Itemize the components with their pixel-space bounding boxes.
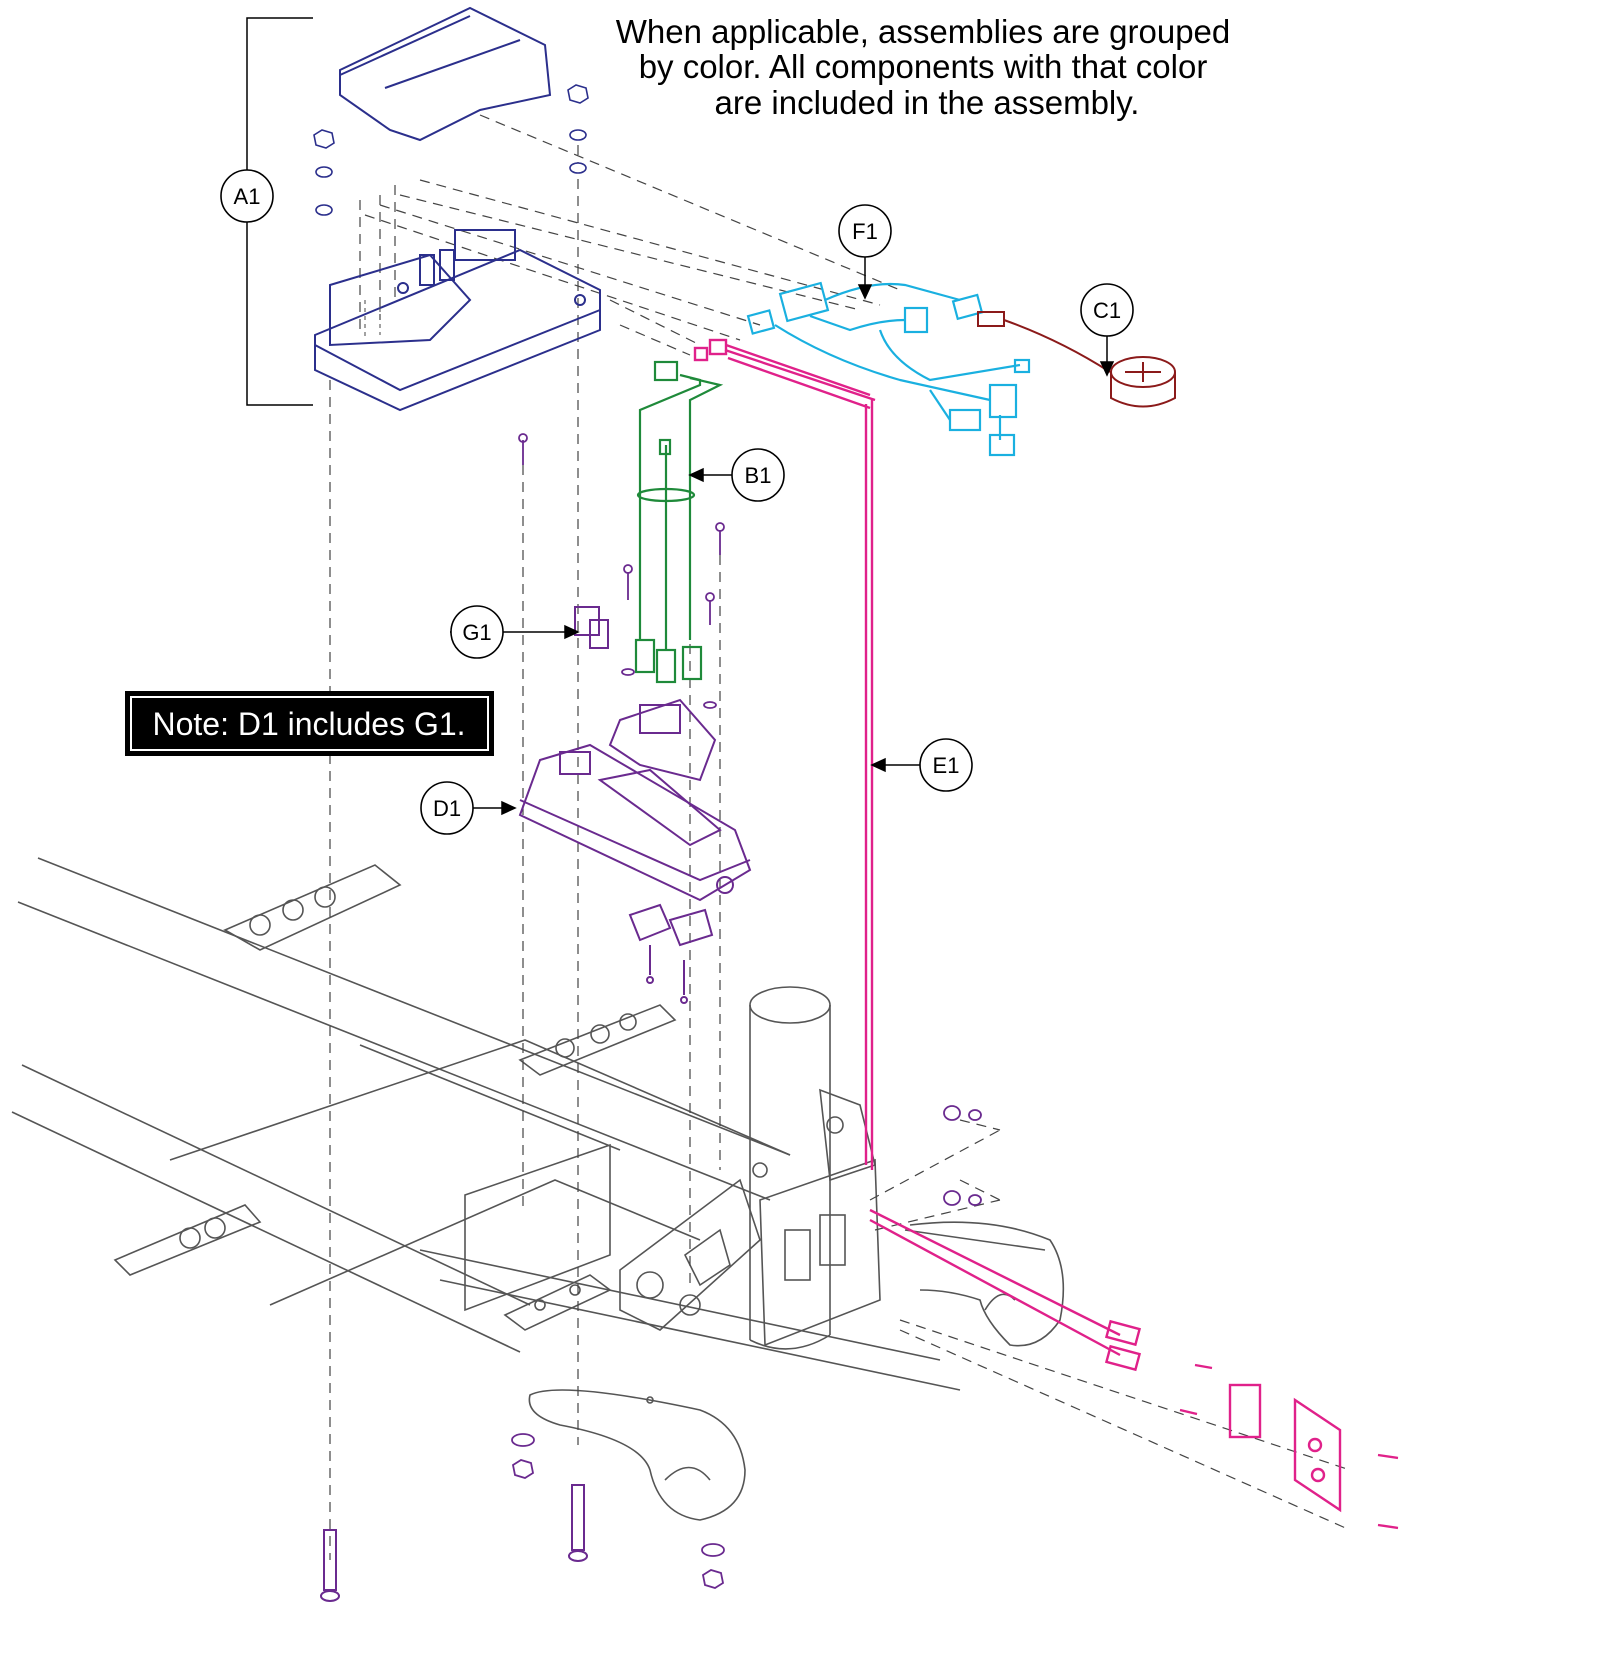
callout-a1: A1	[220, 169, 274, 223]
callout-f1: F1	[838, 204, 892, 258]
svg-text:D1: D1	[433, 796, 461, 821]
callout-d1: D1	[420, 781, 474, 835]
svg-text:E1: E1	[933, 753, 960, 778]
svg-text:A1: A1	[234, 184, 261, 209]
callout-g1: G1	[450, 605, 504, 659]
svg-text:G1: G1	[462, 620, 491, 645]
callout-b1: B1	[731, 448, 785, 502]
fuse-icon	[574, 606, 609, 649]
svg-text:F1: F1	[852, 219, 878, 244]
alignment-lines	[329, 114, 1351, 1560]
intro-note: When applicable, assemblies are grouped …	[616, 13, 1231, 121]
frame	[11, 857, 1065, 1521]
intro-note-line-3: are included in the assembly.	[715, 84, 1140, 121]
callout-c1: C1	[1080, 283, 1134, 337]
svg-text:B1: B1	[745, 463, 772, 488]
callout-e1: E1	[919, 738, 973, 792]
intro-note-line-1: When applicable, assemblies are grouped	[616, 13, 1231, 50]
harness-assembly-e1	[693, 338, 1399, 1530]
intro-note-line-2: by color. All components with that color	[639, 48, 1208, 85]
nut-icon	[313, 129, 335, 216]
module-assembly-d1	[518, 698, 752, 1004]
bolt-icon	[320, 1484, 588, 1602]
inclusion-note-box: Note: D1 includes G1.	[125, 691, 494, 756]
inclusion-note-text: Note: D1 includes G1.	[152, 706, 465, 742]
svg-text:C1: C1	[1093, 298, 1121, 323]
harness-assembly-b1	[634, 360, 724, 684]
buzzer-assembly-c1	[977, 311, 1176, 408]
callout-leaders	[450, 253, 1115, 816]
screw-icon	[511, 433, 982, 1589]
nut-icon	[567, 84, 589, 174]
controller-assembly-a1	[246, 6, 601, 412]
harness-assembly-f1	[746, 281, 1031, 457]
